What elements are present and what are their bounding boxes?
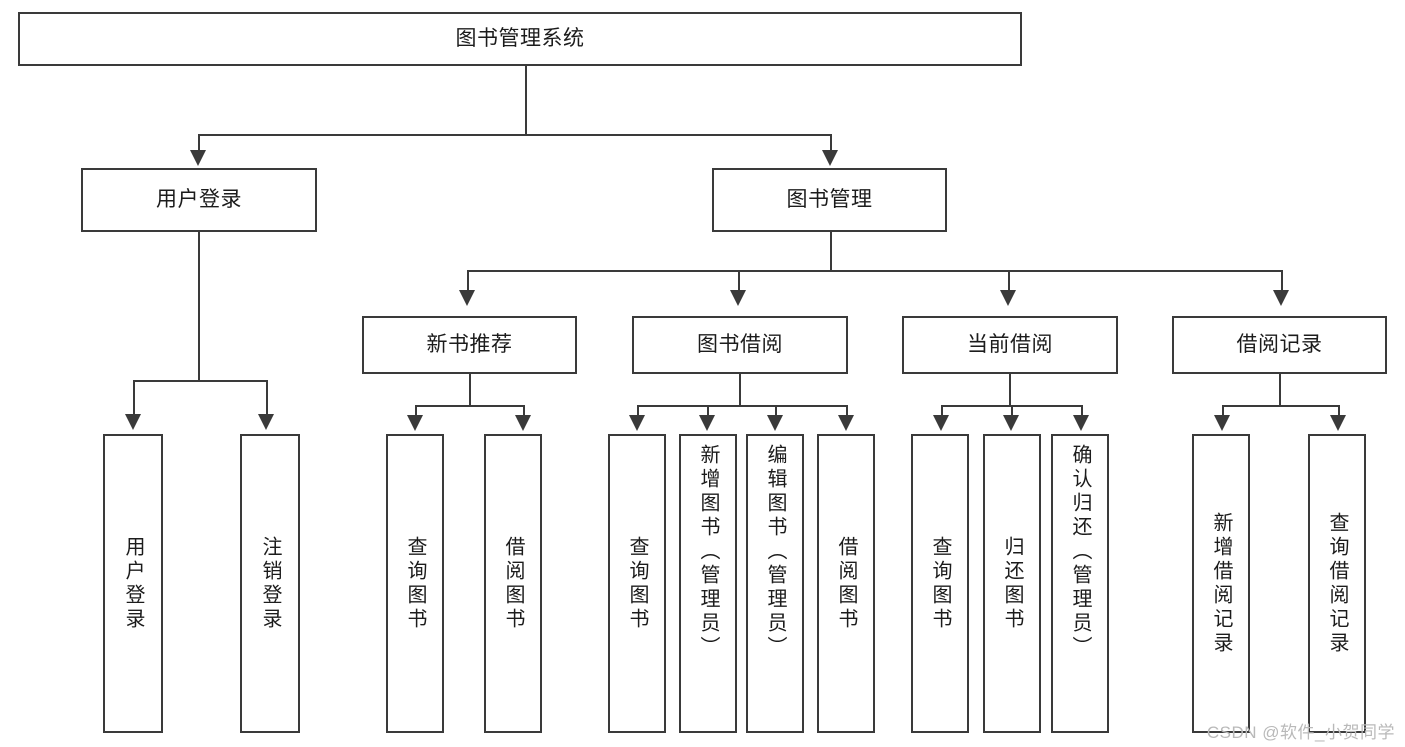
arrowhead-borrow-record-leaf-1	[1330, 415, 1346, 431]
node-label: 借阅记录	[1236, 332, 1323, 356]
connector-new-book-leaf-1	[523, 405, 525, 415]
leaf-label: 查询图书	[404, 535, 426, 632]
node-book-borrow[interactable]: 图书借阅	[632, 316, 848, 374]
connector-book-borrow-leaf-2	[775, 405, 777, 415]
leaf-label: 新增图书（管理员）	[697, 444, 719, 660]
connector-to-new-book	[467, 270, 469, 290]
leaf-label: 归还图书	[1001, 535, 1023, 632]
node-root-system[interactable]: 图书管理系统	[18, 12, 1022, 66]
connector-user-login-leaf-1	[266, 380, 268, 414]
arrowhead-new-book-leaf-0	[407, 415, 423, 431]
connector-borrow-record-stem	[1279, 374, 1281, 405]
leaf-borrow-record-1[interactable]: 查询借阅记录	[1308, 434, 1366, 733]
arrowhead-current-borrow-leaf-0	[933, 415, 949, 431]
connector-borrow-record-bus	[1222, 405, 1338, 407]
leaf-label: 查询图书	[929, 535, 951, 632]
node-borrow-record[interactable]: 借阅记录	[1172, 316, 1387, 374]
arrowhead-book-borrow-leaf-2	[767, 415, 783, 431]
connector-book-borrow-stem	[739, 374, 741, 405]
arrowhead-borrow-record	[1273, 290, 1289, 306]
connector-user-login-stem	[198, 232, 200, 380]
leaf-label: 新增借阅记录	[1210, 511, 1232, 656]
connector-to-book-borrow	[738, 270, 740, 290]
arrowhead-new-book	[459, 290, 475, 306]
connector-new-book-leaf-0	[415, 405, 417, 415]
leaf-label: 用户登录	[122, 535, 144, 632]
node-label: 图书管理	[786, 187, 873, 211]
arrowhead-user-login	[190, 150, 206, 166]
leaf-label: 注销登录	[259, 535, 281, 632]
leaf-label: 借阅图书	[502, 535, 524, 632]
leaf-label: 查询图书	[626, 535, 648, 632]
node-new-book-recommend[interactable]: 新书推荐	[362, 316, 577, 374]
leaf-label: 确认归还（管理员）	[1069, 444, 1091, 660]
connector-book-borrow-leaf-3	[846, 405, 848, 415]
arrowhead-user-login-leaf-1	[258, 414, 274, 430]
node-book-manage[interactable]: 图书管理	[712, 168, 947, 232]
connector-user-login-bus	[133, 380, 266, 382]
arrowhead-book-manage	[822, 150, 838, 166]
connector-book-manage-stem	[830, 232, 832, 270]
leaf-current-borrow-0[interactable]: 查询图书	[911, 434, 969, 733]
arrowhead-user-login-leaf-0	[125, 414, 141, 430]
connector-current-borrow-leaf-0	[941, 405, 943, 415]
arrowhead-book-borrow	[730, 290, 746, 306]
leaf-book-borrow-1[interactable]: 新增图书（管理员）	[679, 434, 737, 733]
leaf-label: 借阅图书	[835, 535, 857, 632]
connector-book-borrow-bus	[637, 405, 846, 407]
connector-new-book-stem	[469, 374, 471, 405]
connector-to-current-borrow	[1008, 270, 1010, 290]
connector-current-borrow-stem	[1009, 374, 1011, 405]
connector-to-book-manage	[830, 134, 832, 150]
leaf-label: 编辑图书（管理员）	[764, 444, 786, 660]
connector-borrow-record-leaf-1	[1338, 405, 1340, 415]
csdn-watermark: CSDN @软件_小贺同学	[1206, 723, 1395, 742]
leaf-book-borrow-2[interactable]: 编辑图书（管理员）	[746, 434, 804, 733]
node-label: 图书管理系统	[455, 26, 585, 50]
leaf-borrow-record-0[interactable]: 新增借阅记录	[1192, 434, 1250, 733]
connector-user-login-leaf-0	[133, 380, 135, 414]
connector-new-book-bus	[415, 405, 523, 407]
arrowhead-current-borrow	[1000, 290, 1016, 306]
arrowhead-current-borrow-leaf-2	[1073, 415, 1089, 431]
connector-current-borrow-leaf-1	[1011, 405, 1013, 415]
arrowhead-borrow-record-leaf-0	[1214, 415, 1230, 431]
connector-book-manage-bus	[467, 270, 1281, 272]
connector-root-bus	[198, 134, 830, 136]
connector-to-user-login	[198, 134, 200, 150]
connector-current-borrow-leaf-2	[1081, 405, 1083, 415]
leaf-current-borrow-2[interactable]: 确认归还（管理员）	[1051, 434, 1109, 733]
arrowhead-book-borrow-leaf-1	[699, 415, 715, 431]
node-label: 用户登录	[156, 187, 242, 211]
arrowhead-book-borrow-leaf-0	[629, 415, 645, 431]
connector-book-borrow-leaf-1	[707, 405, 709, 415]
connector-root-stem	[525, 66, 527, 134]
leaf-book-borrow-3[interactable]: 借阅图书	[817, 434, 875, 733]
connector-book-borrow-leaf-0	[637, 405, 639, 415]
leaf-current-borrow-1[interactable]: 归还图书	[983, 434, 1041, 733]
node-current-borrow[interactable]: 当前借阅	[902, 316, 1118, 374]
leaf-user-login-1[interactable]: 注销登录	[240, 434, 300, 733]
leaf-new-book-1[interactable]: 借阅图书	[484, 434, 542, 733]
arrowhead-current-borrow-leaf-1	[1003, 415, 1019, 431]
node-user-login[interactable]: 用户登录	[81, 168, 317, 232]
arrowhead-book-borrow-leaf-3	[838, 415, 854, 431]
leaf-user-login-0[interactable]: 用户登录	[103, 434, 163, 733]
node-label: 图书借阅	[697, 332, 783, 356]
leaf-book-borrow-0[interactable]: 查询图书	[608, 434, 666, 733]
leaf-label: 查询借阅记录	[1326, 511, 1348, 656]
leaf-new-book-0[interactable]: 查询图书	[386, 434, 444, 733]
node-label: 当前借阅	[967, 332, 1053, 356]
connector-to-borrow-record	[1281, 270, 1283, 290]
connector-borrow-record-leaf-0	[1222, 405, 1224, 415]
arrowhead-new-book-leaf-1	[515, 415, 531, 431]
node-label: 新书推荐	[426, 332, 513, 356]
